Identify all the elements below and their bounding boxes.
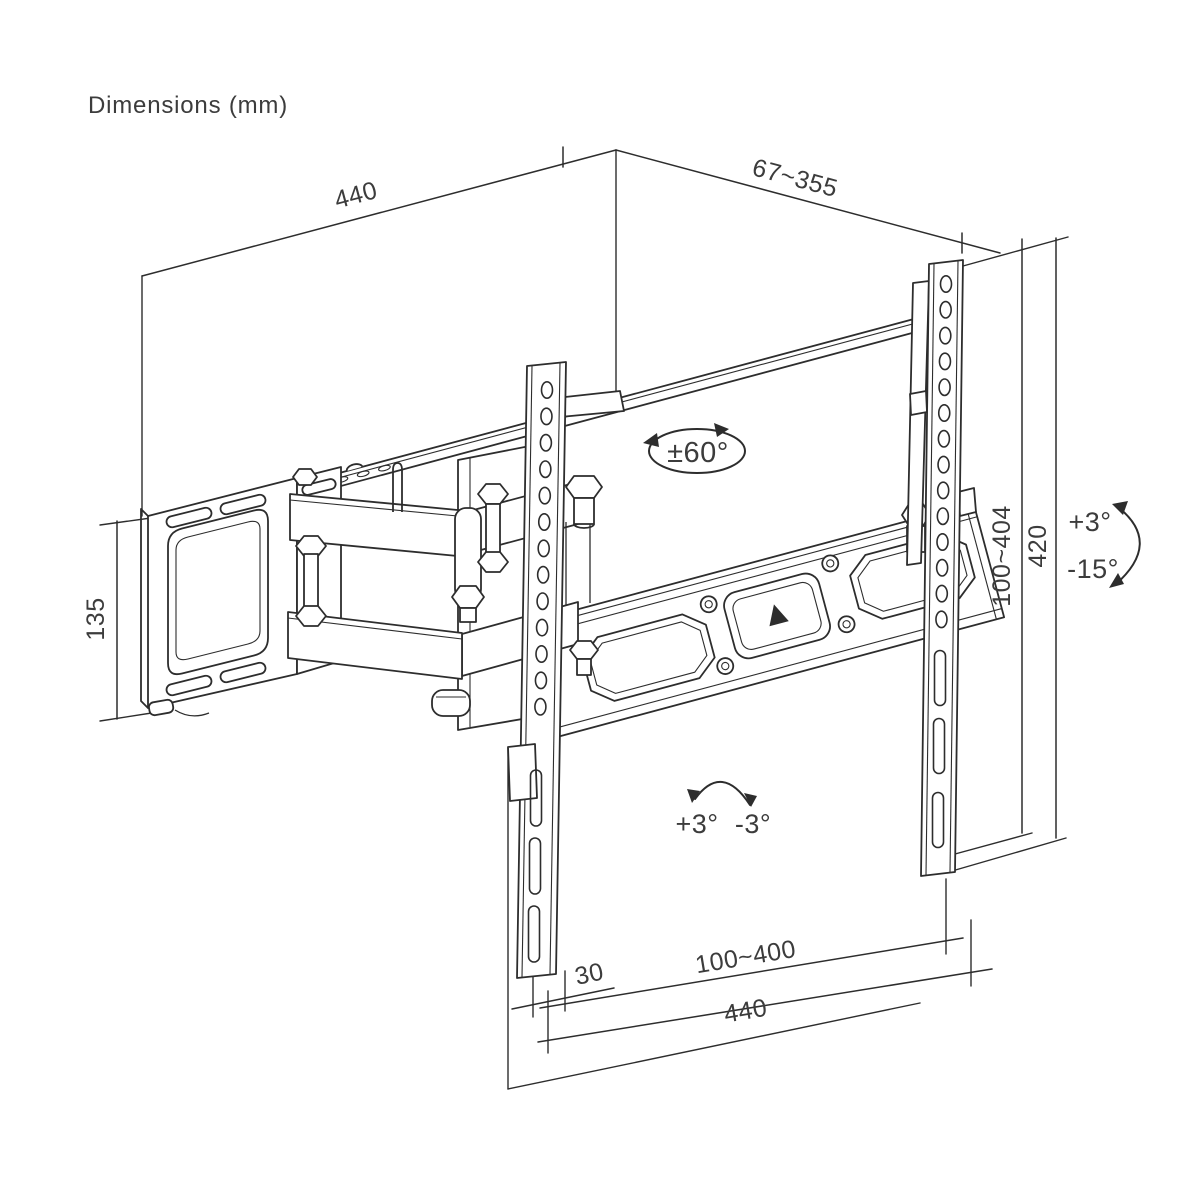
dim-bottom-440-line [537,968,993,1043]
dim-top-width-label: 440 [331,176,380,214]
left-rail-holes [527,380,554,963]
tilt-arrow [1114,506,1141,586]
tilt-up-label: +3° [1068,507,1111,537]
articulating-arm [287,462,509,717]
projection-box-lines [99,149,1069,1090]
logo-triangle-icon [769,604,789,627]
dim-bracket-height-label: 420 [1024,524,1052,567]
dim-vesa-height-label: 100~404 [988,505,1016,607]
level-arrow [694,781,751,806]
rail-clip [507,743,538,802]
rail-mount-bolt [565,475,603,529]
lower-elbow-foot [431,689,471,717]
dim-bottom-width-label: 440 [722,994,769,1029]
tilt-down-label: -15° [1067,554,1119,584]
level-plus-label: +3° [675,809,718,839]
dim-100-400-line [539,937,964,1009]
dim-30-line [511,987,615,1010]
dim-vesa-width-label: 100~400 [693,935,798,979]
page-title: Dimensions (mm) [88,92,288,119]
lower-arm [287,611,463,680]
dim-wall-plate-height-label: 135 [82,597,110,640]
angle-annotations [643,423,1141,807]
swivel-label: ±60° [667,437,729,469]
right-vesa-rail [901,259,977,877]
tilt-strip [906,280,930,566]
right-rail-holes [931,274,953,849]
dim-rail-thickness-label: 30 [572,957,606,990]
dim-top-width-line [141,149,617,277]
main-crossbar [507,502,1006,743]
dim-depth-line [615,149,1001,254]
left-vesa-rail [507,361,625,979]
level-minus-label: -3° [735,809,771,839]
dim-depth-label: 67~355 [749,153,840,203]
dimension-lines [116,146,1057,1043]
swivel-arrow [648,428,746,474]
